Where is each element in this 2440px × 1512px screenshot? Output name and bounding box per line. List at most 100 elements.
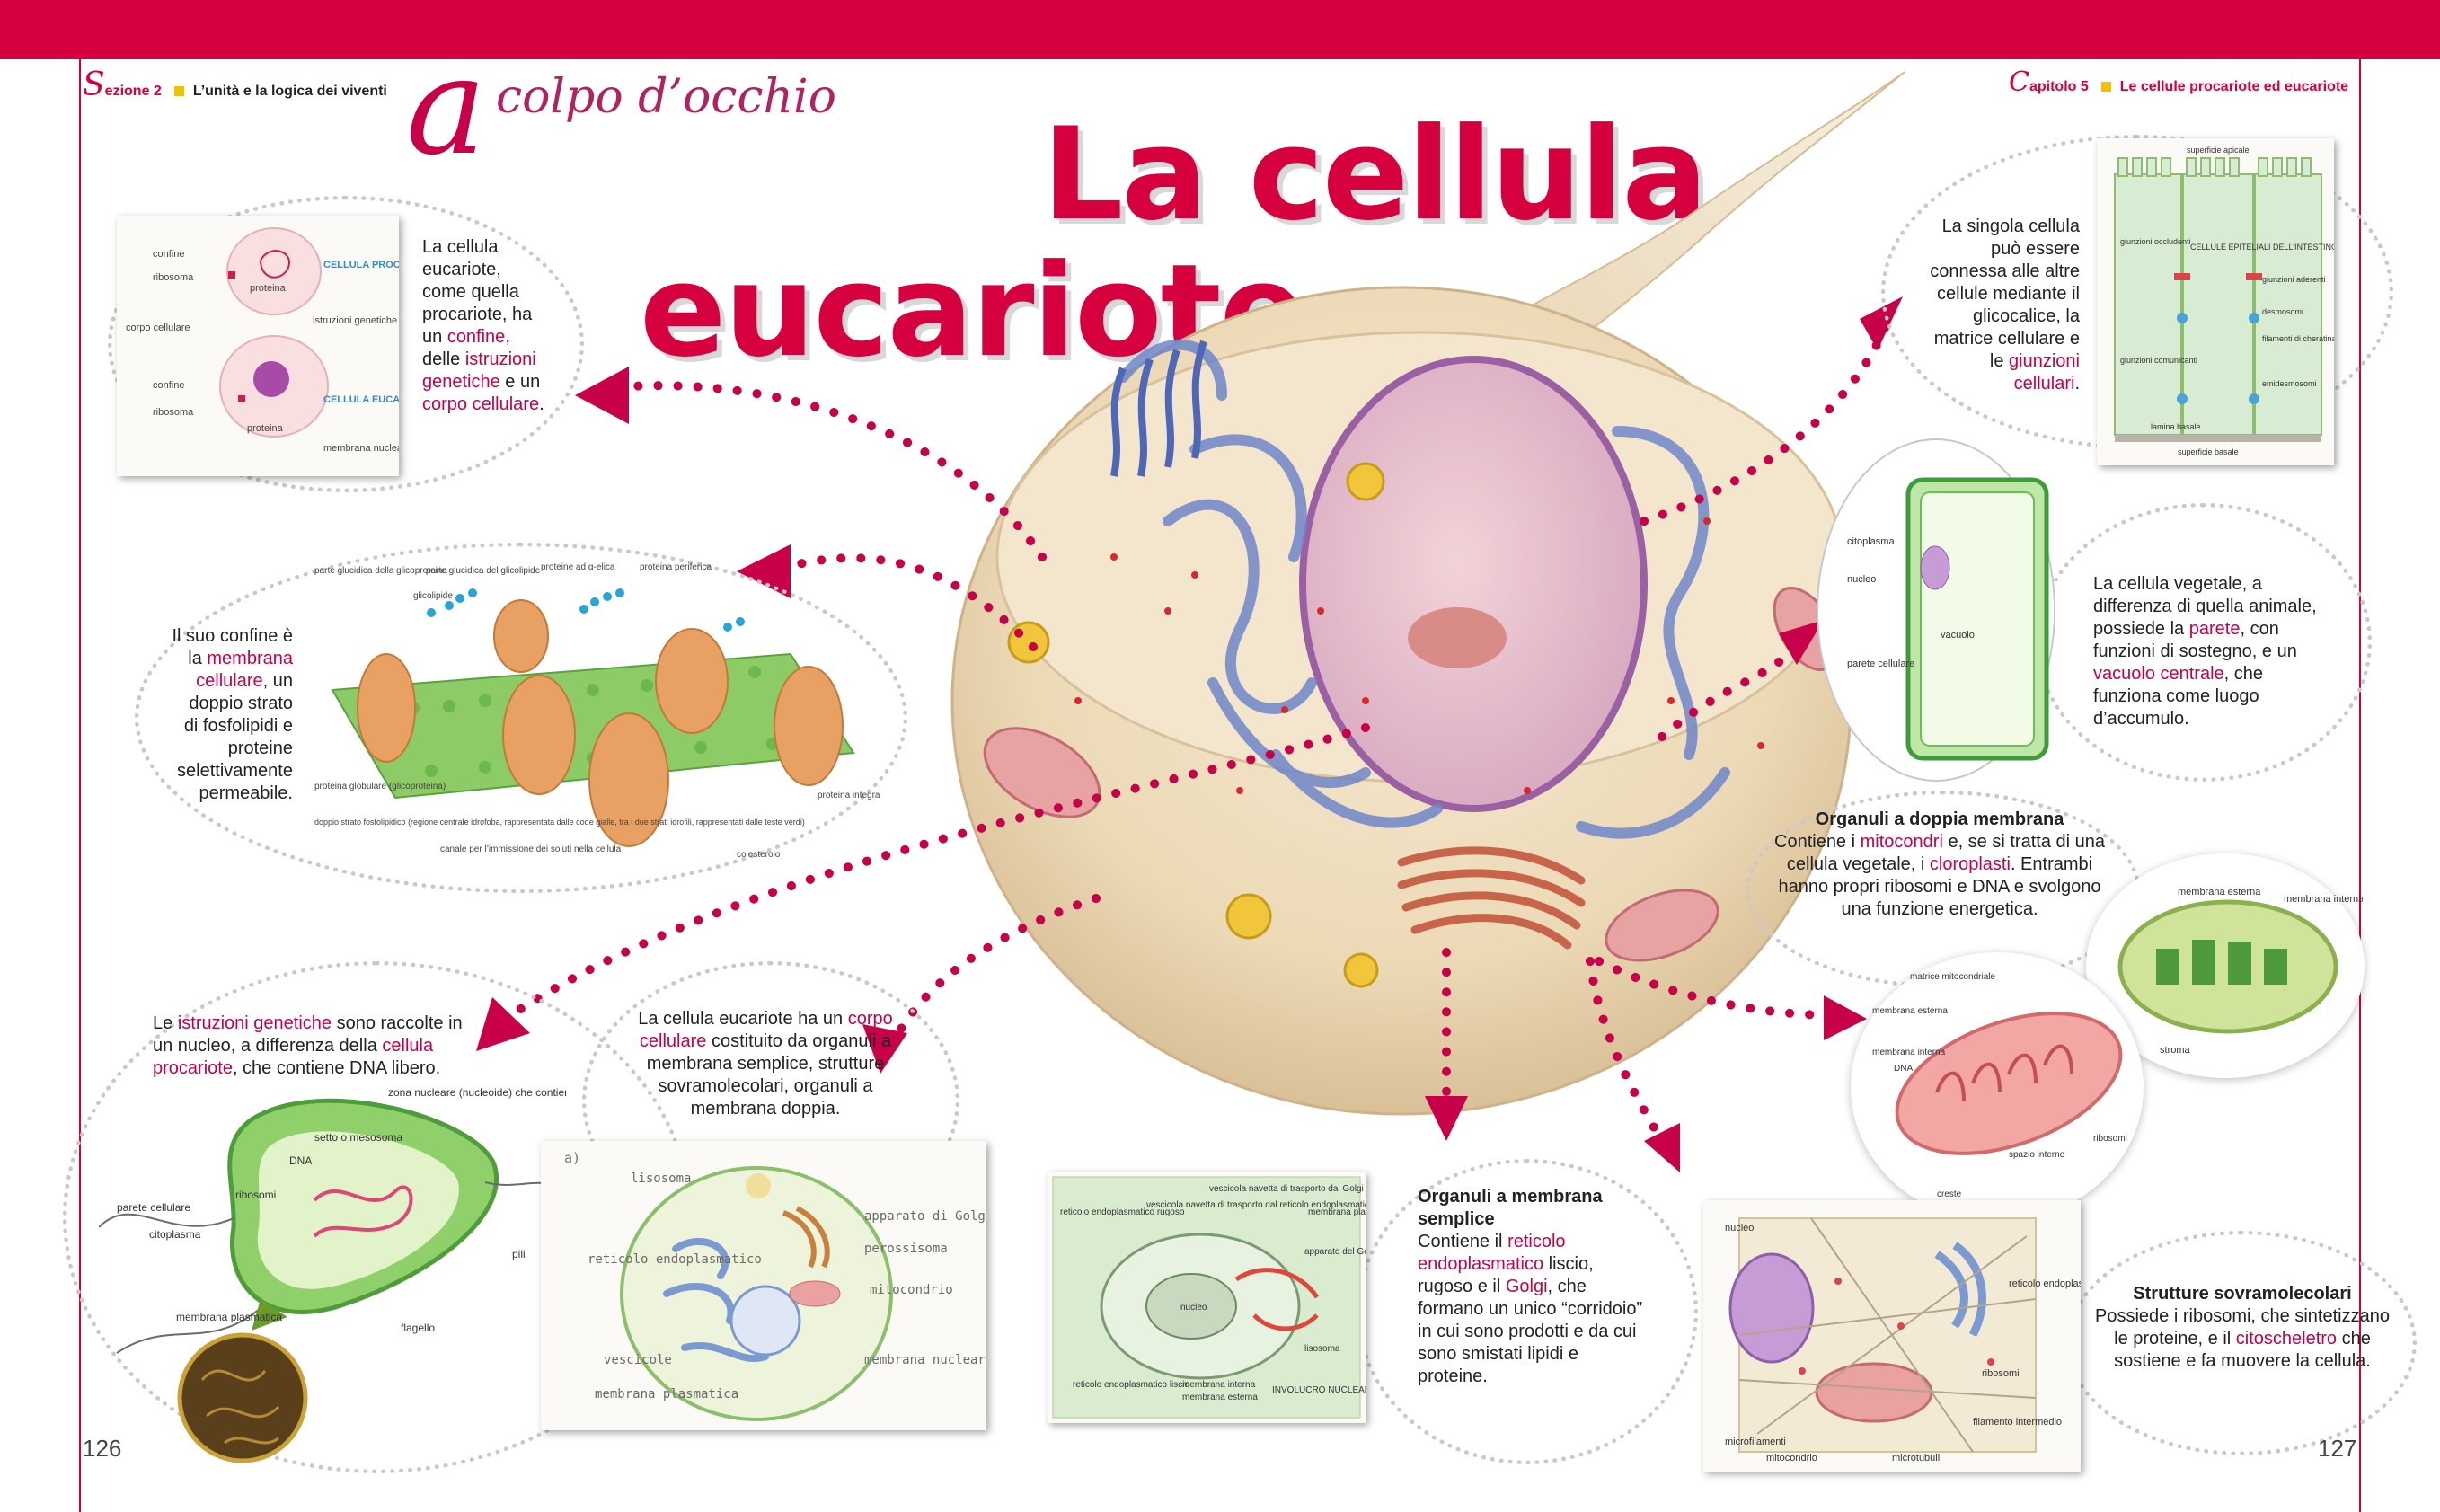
label-integral-protein: proteina integrale	[818, 791, 880, 800]
callout-text-plant: La cellula vegetale, a differenza di que…	[2093, 574, 2317, 729]
label-vesc-reticolo: vescicola navetta di trasporto dal retic…	[1146, 1200, 1366, 1210]
page-number-right: 127	[2318, 1435, 2357, 1462]
label-vacuolo: vacuolo	[1941, 630, 1975, 641]
label-basale: superficie basale	[2178, 447, 2239, 456]
label-rel: reticolo endoplasmatico liscio	[1073, 1380, 1190, 1390]
label-vescicole: vescicole	[604, 1353, 672, 1367]
epithelium-card: superficie apicale giunzioni occludenti …	[2097, 138, 2338, 465]
label-proteina: proteina	[250, 283, 287, 294]
callout-text-simple: Organuli a membrana semplice Contiene il…	[1418, 1187, 1643, 1386]
label-ribosomi: ribosomi	[2093, 1134, 2127, 1144]
label-glycoprotein-part: parte glucidica della glicoproteina	[314, 566, 447, 576]
callout-bubble-confine	[108, 196, 584, 492]
heading-membrana-semplice: Organuli a membrana semplice	[1418, 1187, 1603, 1229]
label-cellule-epiteliali: CELLULE EPITELIALI DELL’INTESTINO	[2190, 243, 2334, 252]
label-lisosoma: lisosoma	[631, 1172, 691, 1186]
chloroplast-diagram: membrana esterna membrana interna stroma	[2117, 887, 2363, 1056]
label-desmosomi: desmosomi	[2262, 307, 2303, 316]
label-nucleo: nucleo	[1725, 1223, 1754, 1233]
label-setto: setto o mesosoma	[314, 1131, 402, 1144]
golgi-diagram: vescicola navetta di trasporto dal Golgi…	[1052, 1176, 1397, 1419]
label-perossisoma: perossisoma	[864, 1242, 948, 1256]
label-cellula-procariote: CELLULA PROCARIOTE	[323, 260, 399, 270]
label-parete: parete cellulare	[1847, 659, 1914, 669]
label-flagello: flagello	[401, 1322, 435, 1334]
nucleus	[1299, 356, 1648, 812]
heading-sovramolecolari: Strutture sovramolecolari	[2133, 1284, 2352, 1304]
label-a: a)	[564, 1150, 580, 1166]
page-number-left: 126	[83, 1435, 122, 1462]
label-membrana-nucleare: membrana nucleare	[864, 1353, 986, 1367]
label-membrana-nucleare: membrana nucleare	[323, 443, 399, 454]
label-cellula-eucariote: CELLULA EUCARIOTE	[323, 394, 399, 405]
label-dna: DNA	[1894, 1064, 1913, 1074]
label-parete: parete cellulare	[117, 1201, 190, 1214]
label-peripheral-protein: proteina periferica	[640, 562, 712, 572]
nucleolus	[1408, 607, 1507, 668]
label-reticolo: reticolo endoplasmatico	[2009, 1278, 2081, 1289]
label-citoplasma: citoplasma	[149, 1228, 201, 1241]
label-ribosoma: ribosoma	[153, 272, 194, 283]
callout-text-confine: La cellula eucariote, come quella procar…	[422, 237, 544, 414]
label-membrana-plasmatica: membrana plasmatica	[176, 1311, 282, 1323]
top-color-bar	[0, 0, 2440, 59]
label-stroma: stroma	[2160, 1045, 2191, 1056]
banner-text: colpo d’occhio	[496, 70, 836, 124]
marker-square	[173, 86, 184, 96]
label-confine-2: confine	[153, 380, 184, 391]
label-vesc-golgi: vescicola navetta di trasporto dal Golgi	[1209, 1184, 1364, 1194]
label-colesterolo: colesterolo	[737, 850, 781, 860]
cytoskeleton-diagram: nucleo reticolo endoplasmatico ribosomi …	[1725, 1217, 2113, 1463]
epithelium-diagram: superficie apicale giunzioni occludenti …	[2114, 146, 2338, 456]
label-microtubuli: microtubuli	[1892, 1453, 1940, 1463]
label-bilayer: doppio strato fosfolipidico (regione cen…	[314, 818, 805, 827]
microvilli	[1110, 340, 1207, 477]
label-zona-nucleare: zona nucleare (nucleoide) che contiene i…	[388, 1086, 566, 1099]
label-lamina: lamina basale	[2151, 422, 2201, 431]
endoplasmic-reticulum	[1118, 339, 1730, 839]
label-ribosomi: ribosomi	[235, 1189, 276, 1201]
label-apicale: superficie apicale	[2187, 146, 2250, 155]
callout-text-double: Organuli a doppia membrana Contiene i mi…	[1774, 809, 2105, 919]
callout-text-nucleus: Le istruzioni genetiche sono raccolte in…	[153, 1013, 463, 1078]
callout-text-junctions: La singola cellula può essere connessa a…	[1930, 217, 2080, 393]
prokaryote-eukaryote-card: confine ribosoma corpo cellulare protein…	[117, 216, 438, 476]
label-aderenti: giunzioni aderenti	[2262, 275, 2326, 284]
label-apparato: apparato del Golgi	[1304, 1247, 1366, 1257]
label-nucleo: nucleo	[1847, 574, 1876, 585]
label-nucleo: nucleo	[1180, 1303, 1207, 1313]
plant-cell-diagram: citoplasma nucleo vacuolo parete cellula…	[1817, 438, 2055, 782]
label-channel: canale per l’immissione dei soluti nella…	[440, 844, 622, 854]
label-creste: creste	[1937, 1189, 1962, 1199]
prokaryote-eukaryote-diagram: confine ribosoma corpo cellulare protein…	[126, 227, 438, 454]
label-involucro: INVOLUCRO NUCLEARE	[1272, 1385, 1366, 1395]
label-istruzioni: istruzioni genetiche (DNA)	[313, 315, 399, 326]
callout-bubble-membrane	[135, 543, 907, 893]
label-citoplasma: citoplasma	[1847, 536, 1895, 547]
golgi-apparatus	[1397, 846, 1586, 950]
cell-membrane-diagram: parte glucidica della glicoproteina part…	[314, 562, 880, 860]
right-margin-line	[2359, 0, 2361, 1512]
label-glycolipid-part: parte glucidica del glicolipide	[426, 566, 541, 576]
label-microfilamenti: microfilamenti	[1725, 1437, 1786, 1447]
label-comunicanti: giunzioni comunicanti	[2120, 356, 2197, 365]
ribosomes	[1074, 517, 1764, 794]
page-title-line1: La cellula	[1042, 101, 1708, 249]
label-filamenti: filamenti di cheratina	[2262, 334, 2334, 343]
eukaryotic-cell-illustration	[950, 71, 1905, 1116]
label-matrice: matrice mitocondriale	[1910, 972, 1995, 982]
heading-doppia-membrana: Organuli a doppia membrana	[1815, 809, 2064, 829]
cytoskeleton-card: nucleo reticolo endoplasmatico ribosomi …	[1703, 1200, 2113, 1472]
label-membrana-interna: membrana interna	[1872, 1048, 1946, 1057]
label-confine: confine	[153, 249, 184, 260]
label-membrana-interna: membrana interna	[2284, 894, 2363, 905]
bacterium-diagram: zona nucleare (nucleoide) che contiene i…	[99, 1086, 566, 1463]
left-margin-line	[79, 0, 81, 1512]
banner-initial: a	[406, 29, 487, 185]
label-ribosomi: ribosomi	[1982, 1368, 2020, 1379]
label-emidesmosomi: emidesmosomi	[2262, 379, 2317, 388]
animal-cell-diagram: a) lisosoma apparato di Golgi perossisom…	[564, 1150, 993, 1421]
label-pili: pili	[512, 1248, 526, 1260]
label-lisosoma: lisosoma	[1304, 1344, 1340, 1354]
label-membrana-plasmatica: membrana plasmatica	[595, 1387, 738, 1401]
